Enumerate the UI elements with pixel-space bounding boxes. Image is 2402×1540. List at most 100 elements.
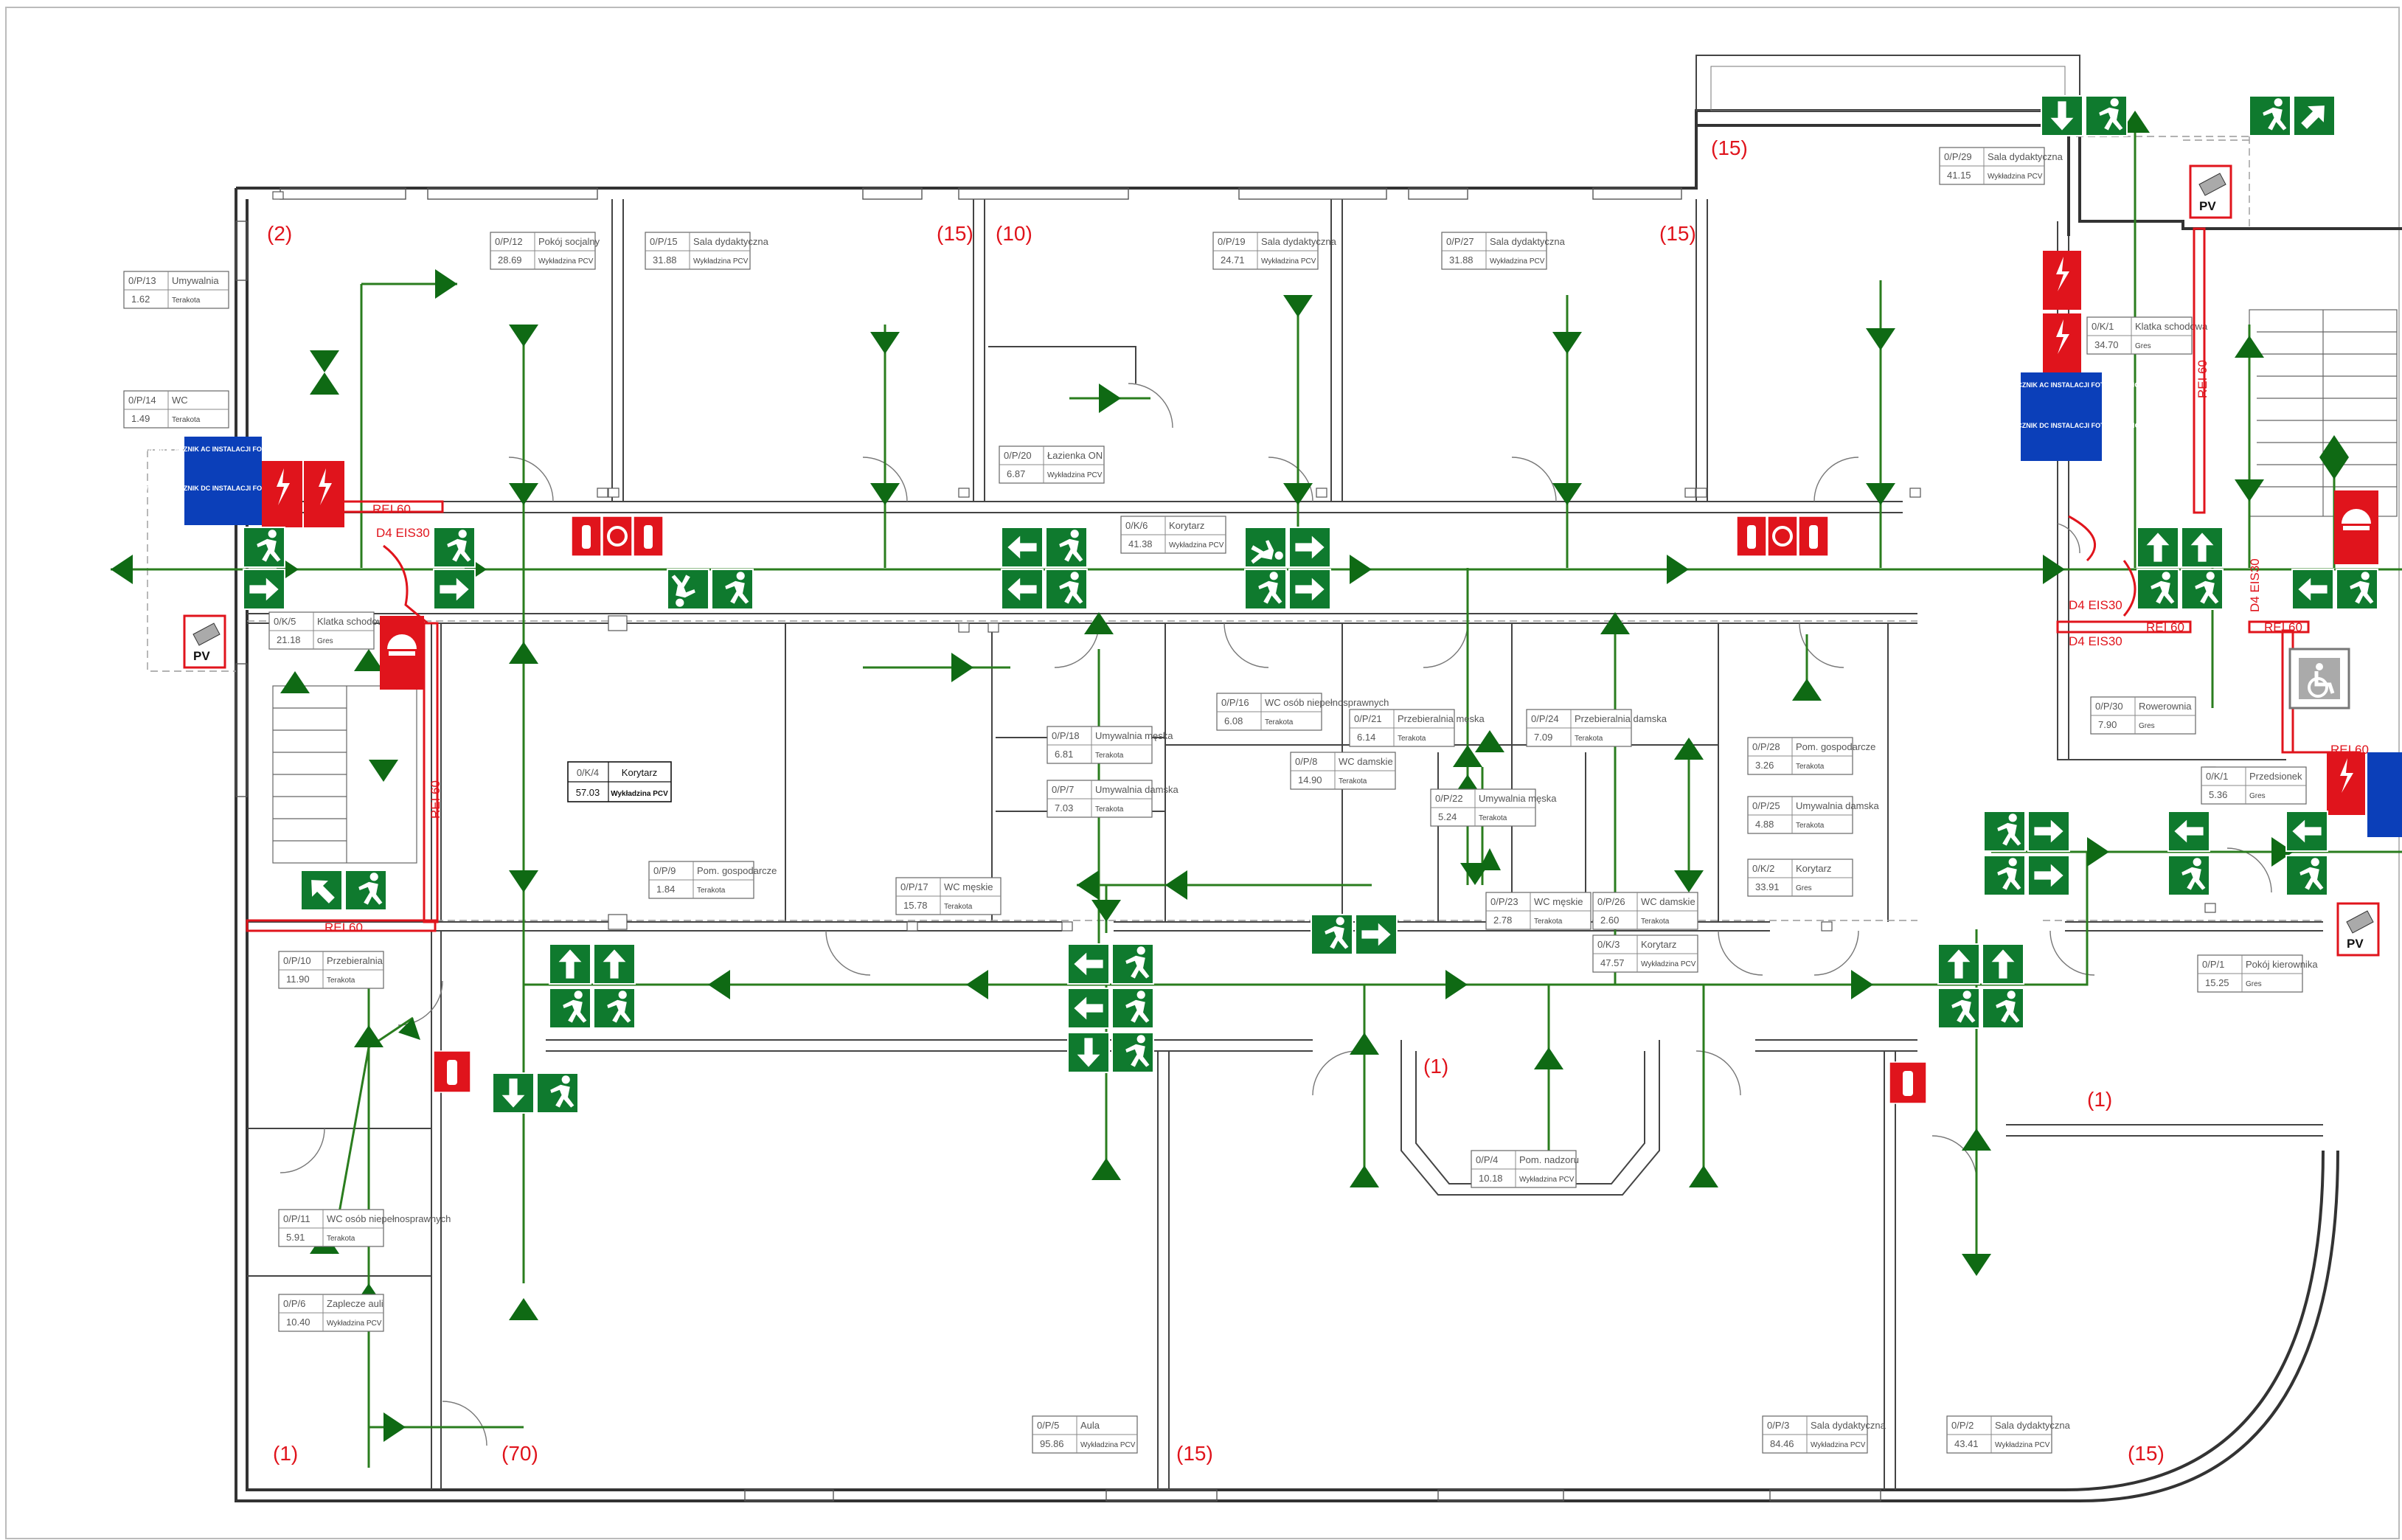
running-man-exit-icon [2167,855,2210,896]
room-area: 2.60 [1600,915,1619,926]
electric-hazard-icon [2043,313,2081,372]
fire-rating: REI 60 [324,920,363,934]
room-id: 0/P/15 [650,236,678,247]
arrow-icon [2181,527,2224,568]
room-name: Korytarz [1169,520,1204,531]
room-area: 28.69 [498,254,522,266]
running-man-exit-icon [1111,1032,1154,1073]
room-id: 0/P/11 [283,1213,310,1224]
running-man-exit-icon [1983,855,2026,896]
room-name: Umywalnia damska [1796,800,1879,811]
capacity-labels: (2) (15) (10) (15) (15) (1) (70) (15) (1… [267,136,2165,1465]
room-floor: Wykładzina PCV [1490,257,1545,266]
arrow-icon [2041,95,2083,136]
room-area: 7.03 [1055,802,1073,814]
room-floor: Gres [2135,342,2151,350]
smoke-vent-signs [380,490,2378,690]
room-id: 0/K/4 [577,767,599,778]
room-name: Pom. nadzoru [1519,1154,1579,1165]
electric-hazard-icon [304,461,344,527]
arrow-icon [300,870,343,911]
arrow-icon [2027,855,2070,896]
room-area: 15.78 [903,900,928,911]
arrow-icon [243,569,285,610]
running-man-exit-icon [2085,95,2128,136]
room-name: Pokój socjalny [538,236,600,247]
room-floor: Terakota [1339,777,1367,785]
room-name: Klatka schodowa [317,616,390,627]
room-id: 0/P/24 [1531,713,1559,724]
room-name: WC męskie [1534,896,1583,907]
room-area: 84.46 [1770,1438,1794,1449]
arrow-icon [2027,811,2070,852]
wheelchair-icon [2288,648,2350,710]
room-name: Umywalnia męska [1479,793,1557,804]
room-name: Sala dydaktyczna [1995,1420,2071,1431]
room-id: 0/P/28 [1752,741,1780,752]
capacity-label: (15) [2128,1442,2165,1465]
room-label-0-K-4: 0/K/4 Korytarz 57.03 Wykładzina PCV [567,761,672,802]
room-name: Przedsionek [2249,771,2302,782]
room-id: 0/P/30 [2095,701,2123,712]
room-floor: Terakota [1095,805,1124,814]
room-id: 0/P/2 [1951,1420,1974,1431]
room-id: 0/P/13 [128,275,156,286]
smoke-vent-icon [2334,490,2378,564]
room-id: 0/P/22 [1435,793,1463,804]
room-floor: Terakota [1534,918,1563,926]
electric-hazard-icon [262,461,302,527]
room-id: 0/P/25 [1752,800,1780,811]
room-id: 0/P/17 [900,881,928,892]
room-id: 0/P/23 [1490,896,1518,907]
room-id: 0/P/27 [1446,236,1474,247]
room-area: 5.36 [2209,789,2227,800]
svg-text:PV: PV [193,649,210,663]
arrow-icon [2137,527,2179,568]
room-area: 57.03 [576,787,600,798]
room-floor: Gres [1796,884,1812,892]
room-id: 0/K/5 [274,616,296,627]
room-floor: Terakota [944,903,973,911]
fire-rating: D4 EIS30 [376,526,430,540]
room-floor: Terakota [172,416,201,424]
room-name: Przebieralnia damska [1575,713,1667,724]
room-area: 6.81 [1055,749,1073,760]
room-name: Korytarz [1796,863,1831,874]
fire-rating: D4 EIS30 [2069,634,2122,648]
room-area: 21.18 [277,634,301,645]
room-name: WC osób niepełnosprawnych [1265,697,1389,708]
room-area: 2.78 [1493,915,1512,926]
pv-markers: PV PV PV [183,164,2380,957]
room-floor: Wykładzina PCV [327,1319,382,1328]
running-man-exit-icon [1983,811,2026,852]
room-area: 1.49 [131,413,150,424]
room-name: WC męskie [944,881,993,892]
room-area: 7.09 [1534,732,1552,743]
stairs-left [272,685,417,864]
room-label: 0/P/17 WC męskie 15.78 Terakota [895,877,1002,915]
main-switch-panel-far-right [2367,752,2402,837]
fire-rating: REI 60 [372,502,411,516]
arrow-icon [1001,569,1044,610]
room-area: 4.88 [1755,819,1774,830]
capacity-label: (1) [1423,1055,1448,1078]
capacity-label: (2) [267,222,292,245]
room-id: 0/K/1 [2092,321,2114,332]
running-man-exit-icon [1045,527,1088,568]
running-man-exit-icon [711,569,754,610]
capacity-label: (15) [1176,1442,1213,1465]
room-floor: Terakota [327,977,355,985]
room-id: 0/P/1 [2202,959,2224,970]
running-man-exit-icon [1311,914,1353,955]
room-area: 24.71 [1221,254,1245,266]
